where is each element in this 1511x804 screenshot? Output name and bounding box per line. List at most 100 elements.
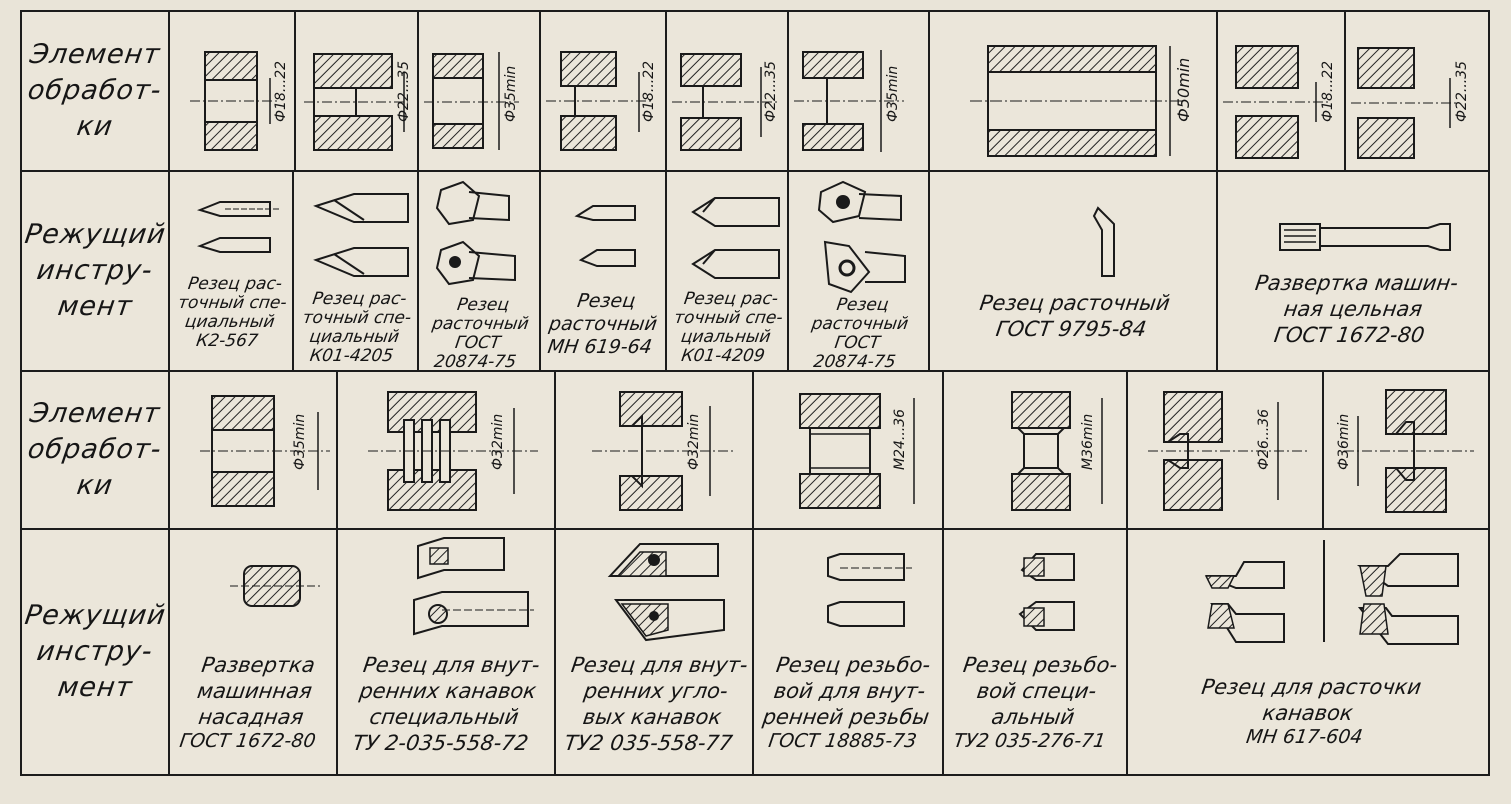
caption-line: ТУ 2-035-558-72: [351, 731, 530, 755]
row-header-line-1: Режущий: [22, 219, 168, 250]
caption-line: насадная: [196, 705, 306, 729]
row-header-line-2: инстру-: [35, 636, 156, 667]
caption-line: циальный: [183, 312, 276, 332]
tool-caption: Резец расточный ГОСТ 20874-75: [419, 295, 539, 370]
caption-line: Резец резьбо-: [774, 653, 932, 677]
caption-line: Резец рас-: [186, 274, 284, 294]
tool-caption: Резец рас- точный спе- циальный К01-4205: [294, 289, 417, 366]
caption-line: расточный: [810, 314, 910, 334]
element-cell-2: Ф22...35: [294, 10, 419, 172]
caption-line: Резец рас-: [311, 289, 408, 309]
element-cell-12: Ф32min: [554, 370, 754, 530]
groove-boring-cutter-icon: [1204, 540, 1459, 645]
bore-section-drawing: [190, 51, 280, 151]
thread-section-drawing: [1011, 391, 1103, 511]
row-header-line-3: мент: [55, 291, 135, 322]
element-cell-3: Ф35min: [417, 10, 541, 172]
dimension-label: М36min: [1080, 413, 1096, 470]
row-header-line-3: ки: [74, 111, 116, 142]
caption-line: Резец для внут-: [569, 653, 750, 677]
element-cell-4: Ф18...22: [539, 10, 667, 172]
element-cell-6: Ф35min: [787, 10, 930, 172]
caption-line: ГОСТ: [453, 333, 502, 353]
tool-caption: Резец рас- точный спе- циальный К01-4209: [667, 289, 787, 366]
row-header-line-1: Режущий: [22, 600, 168, 631]
row-header-line-1: Элемент: [27, 398, 163, 429]
caption-line: Развертка машин-: [1253, 271, 1460, 295]
threading-cutter-icon: [827, 553, 912, 627]
groove-cutter-icon: [413, 537, 534, 636]
insert-cutter-icon: [817, 180, 906, 294]
bore-section-drawing: [368, 391, 538, 511]
caption-line: точный спе-: [176, 293, 289, 313]
insert-cutter-icon: [435, 180, 516, 286]
bore-section-drawing: [672, 53, 777, 151]
tool-cell-14: Резец для расточки канавок МН 617-604: [1126, 528, 1490, 776]
caption-line: Резец расточный: [978, 291, 1172, 315]
caption-line: ГОСТ 1672-80: [1272, 323, 1427, 347]
tool-cell-6: Резец расточный ГОСТ 20874-75: [787, 170, 930, 372]
tool-caption: Резец расточный ГОСТ 20874-75: [789, 295, 928, 370]
dimension-label: Ф18...22: [641, 60, 657, 122]
element-cell-1: Ф18...22: [168, 10, 296, 172]
tool-cell-9: Развертка машинная насадная ГОСТ 1672-80: [168, 528, 338, 776]
tool-caption: Резец для расточки канавок МН 617-604: [1128, 674, 1488, 749]
row-header-line-2: инстру-: [35, 255, 156, 286]
tool-caption: Резец для внут- ренних угло- вых канавок…: [556, 652, 752, 756]
caption-line: вой для внут-: [772, 679, 927, 703]
tool-caption: Резец расточный МН 619-64: [541, 290, 665, 359]
row-header-tool-bottom: Режущий инстру- мент: [20, 528, 170, 776]
tool-cell-2: Резец рас- точный спе- циальный К01-4205: [292, 170, 419, 372]
tool-cell-8: Развертка машин- ная цельная ГОСТ 1672-8…: [1216, 170, 1490, 372]
boring-cutter-icon: [691, 197, 780, 279]
tool-cell-11: Резец для внут- ренних угло- вых канавок…: [554, 528, 754, 776]
dimension-label: Ф50min: [1174, 57, 1193, 122]
caption-line: точный спе-: [672, 308, 785, 328]
boring-cutter-icon: [574, 205, 636, 267]
dimension-label: Ф35min: [292, 413, 308, 470]
caption-line: циальный: [679, 327, 772, 347]
row-header-line-1: Элемент: [27, 39, 163, 70]
caption-line: Резец для внут-: [361, 653, 542, 677]
tool-caption: Развертка машинная насадная ГОСТ 1672-80: [170, 652, 336, 753]
bore-section-drawing: [970, 45, 1190, 157]
caption-line: Резец: [455, 295, 511, 315]
dimension-label: М24...36: [892, 408, 908, 470]
bore-section-drawing: [794, 50, 904, 152]
boring-cutter-icon: [313, 193, 409, 277]
caption-line: канавок: [1261, 701, 1355, 725]
row-header-line-2: обработ-: [26, 434, 164, 465]
threading-cutter-icon: [1018, 553, 1075, 631]
bore-section-drawing: [424, 52, 519, 150]
element-cell-7: Ф50min: [928, 10, 1218, 172]
tool-cell-12: Резец резьбо- вой для внут- ренней резьб…: [752, 528, 944, 776]
tool-caption: Резец для внут- ренних канавок специальн…: [338, 652, 554, 756]
angle-groove-cutter-icon: [607, 543, 725, 642]
dimension-label: Ф32min: [490, 413, 506, 470]
boring-cutter-icon: [196, 201, 280, 253]
element-cell-9: Ф22...35: [1344, 10, 1490, 172]
tool-cell-13: Резец резьбо- вой специ- альный ТУ2 035-…: [942, 528, 1128, 776]
caption-line: расточный: [547, 313, 659, 335]
tool-cell-4: Резец расточный МН 619-64: [539, 170, 667, 372]
tool-caption: Резец резьбо- вой для внут- ренней резьб…: [754, 652, 942, 753]
dimension-label: Ф22...35: [763, 60, 779, 122]
tool-cell-3: Резец расточный ГОСТ 20874-75: [417, 170, 541, 372]
caption-line: Резец резьбо-: [961, 653, 1119, 677]
caption-line: К01-4205: [308, 346, 395, 366]
bore-section-drawing: [592, 391, 736, 511]
groove-section-drawing: [1148, 391, 1308, 511]
caption-line: Резец: [575, 290, 637, 312]
row-header-tool-top: Режущий инстру- мент: [20, 170, 170, 372]
caption-line: К2-567: [194, 331, 260, 351]
tool-cell-5: Резец рас- точный спе- циальный К01-4209: [665, 170, 789, 372]
row-header-line-2: обработ-: [26, 75, 164, 106]
caption-line: машинная: [195, 679, 314, 703]
boring-cutter-icon: [1092, 206, 1115, 277]
caption-line: ГОСТ: [833, 333, 882, 353]
bore-section-drawing: [546, 51, 651, 151]
caption-line: ТУ2 035-558-77: [562, 731, 735, 755]
tool-cell-1: Резец рас- точный спе- циальный К2-567: [168, 170, 294, 372]
row-header-element-bottom: Элемент обработ- ки: [20, 370, 170, 530]
tool-cell-10: Резец для внут- ренних канавок специальн…: [336, 528, 556, 776]
